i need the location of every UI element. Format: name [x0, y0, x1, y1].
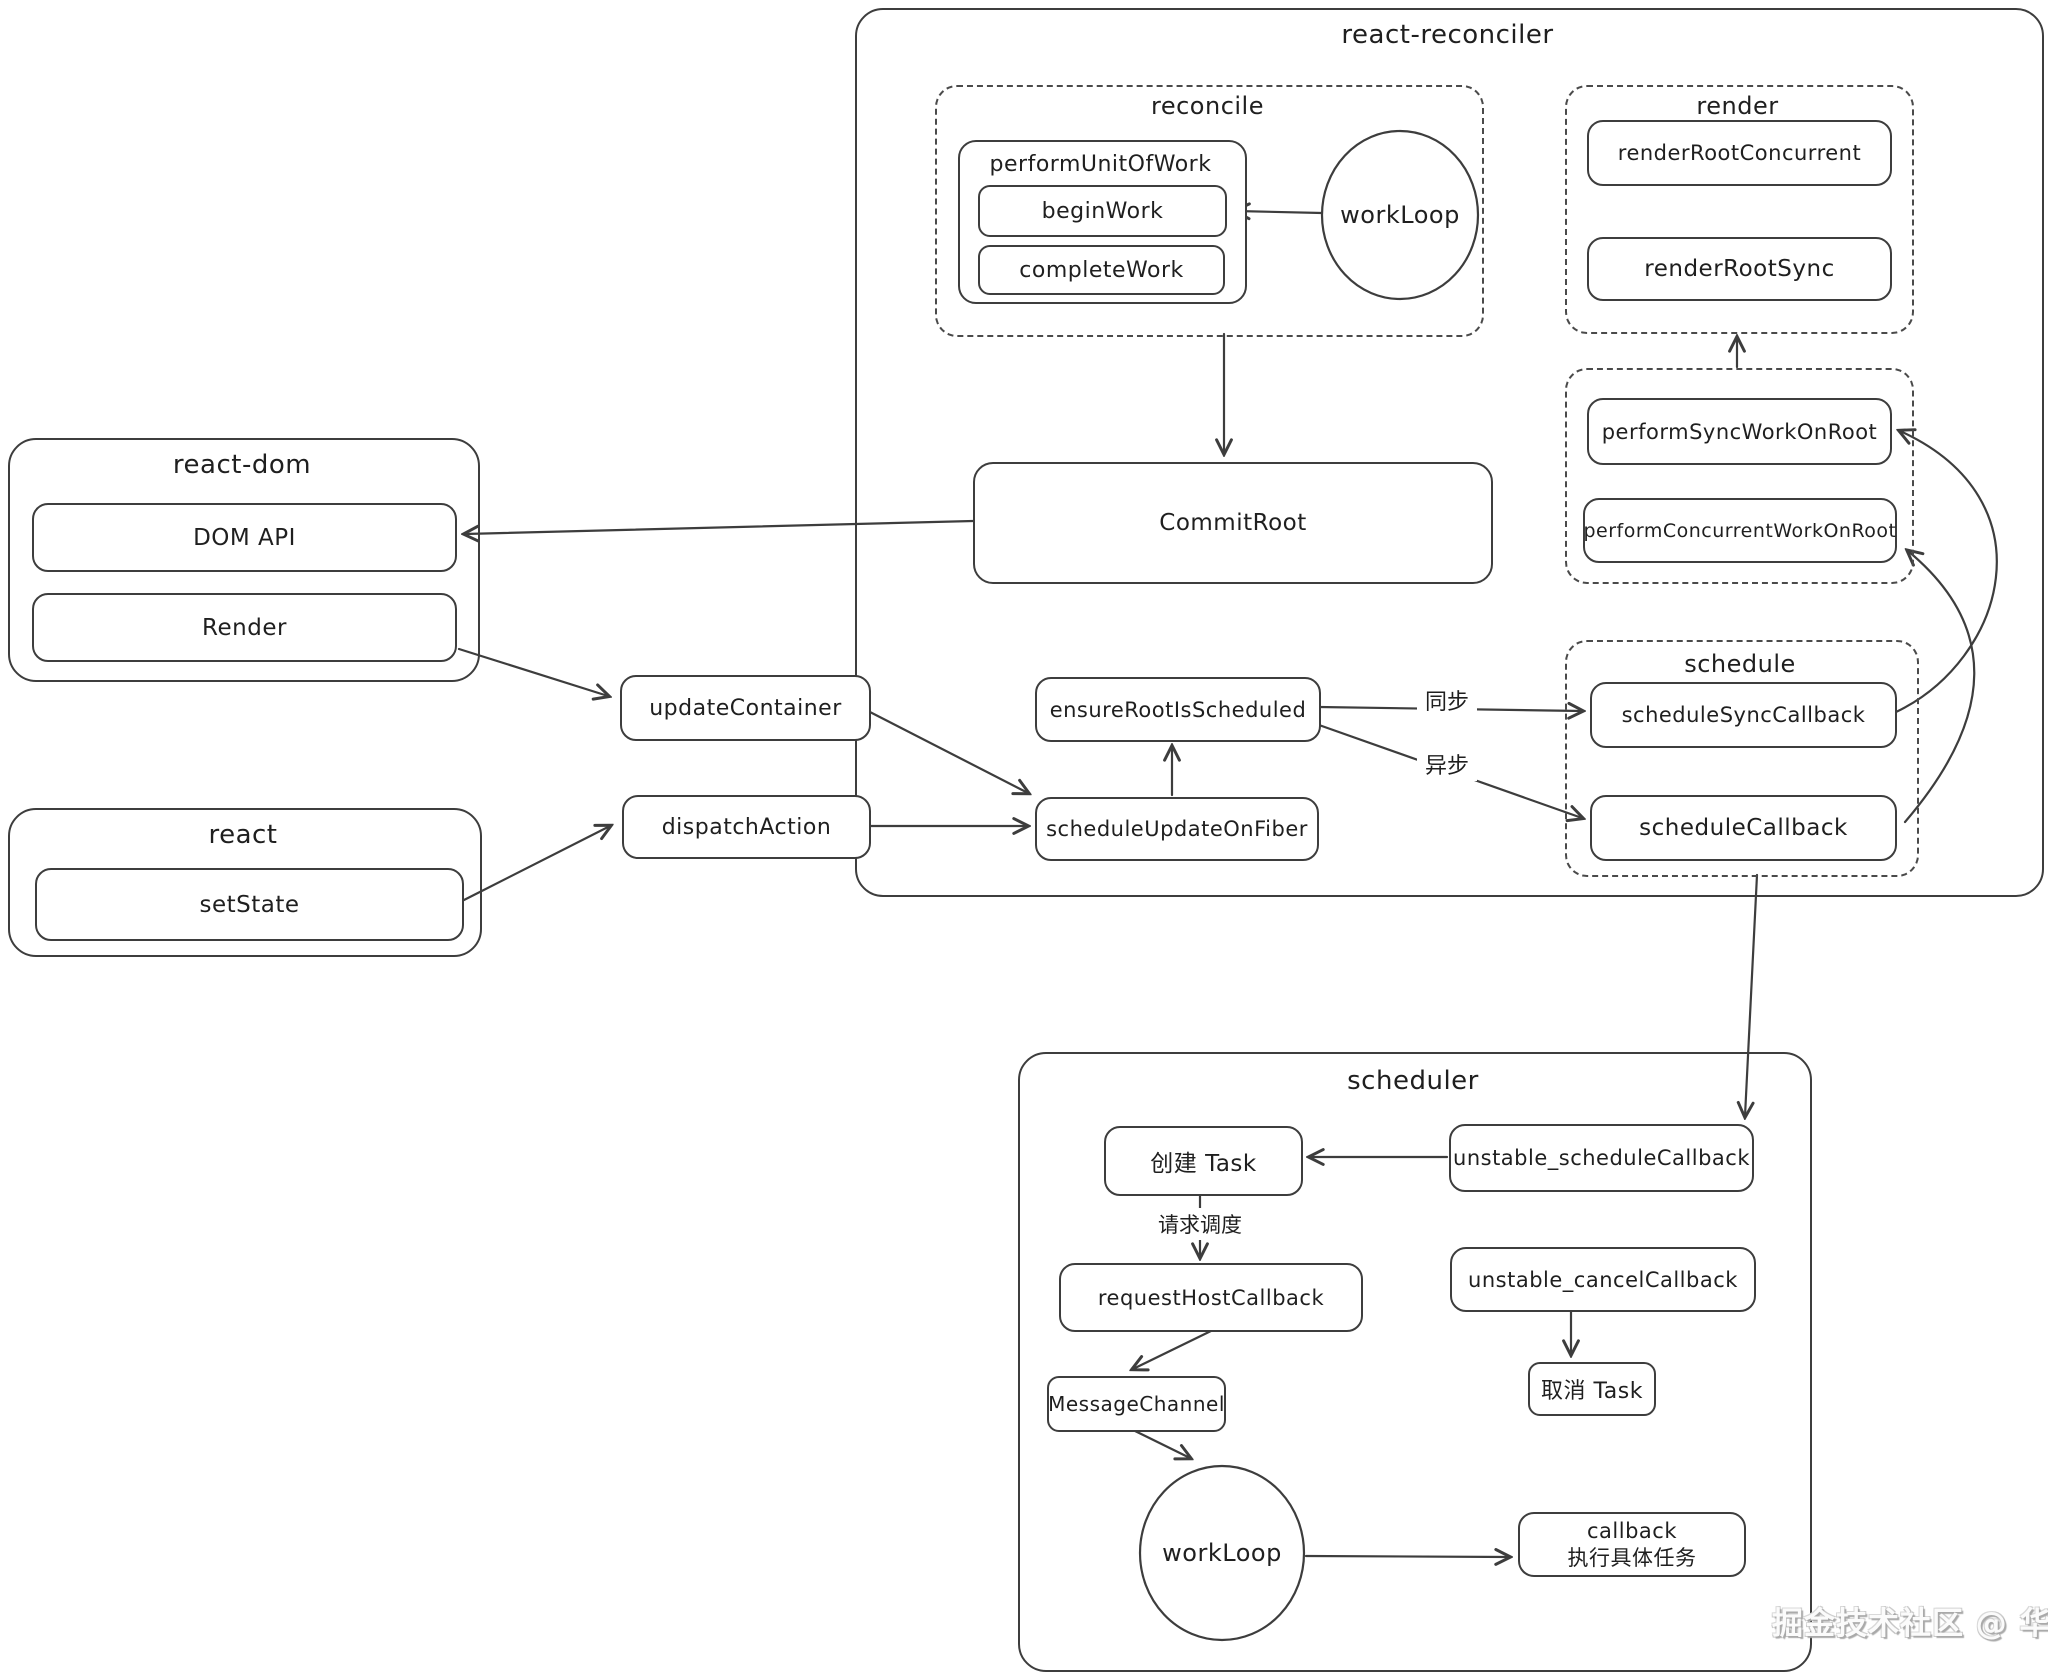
- workloop-scheduler-label: workLoop: [1162, 1539, 1282, 1567]
- arrow-updatecontainer-to-scheduleupdateonfiber: [866, 709, 1028, 793]
- node-completework: completeWork: [978, 245, 1225, 295]
- node-ensurerootisscheduled: ensureRootIsScheduled: [1035, 677, 1321, 742]
- arrow-render-to-updatecontainer: [457, 647, 608, 696]
- arrow-messagechannel-to-workloop: [1131, 1428, 1190, 1458]
- schedule-group: [1565, 640, 1919, 877]
- callback-line1: callback: [1587, 1519, 1677, 1544]
- node-callback: callback 执行具体任务: [1518, 1512, 1746, 1577]
- node-messagechannel: MessageChannel: [1047, 1376, 1226, 1432]
- react-dom-title: react-dom: [172, 450, 312, 480]
- scheduler-container: [1018, 1052, 1812, 1672]
- node-renderrootsync: renderRootSync: [1587, 237, 1892, 301]
- node-dispatchaction: dispatchAction: [622, 795, 871, 859]
- curve-schedulecallback-to-performconcurrentworkonroot: [1903, 551, 1976, 824]
- node-canceltask: 取消 Task: [1528, 1362, 1656, 1416]
- node-renderrootconcurrent: renderRootConcurrent: [1587, 120, 1892, 186]
- react-reconciler-title: react-reconciler: [1341, 20, 1554, 50]
- arrow-commitroot-to-domapi: [465, 519, 975, 534]
- node-render: Render: [32, 593, 457, 662]
- node-scheduleupdateonfiber: scheduleUpdateOnFiber: [1035, 797, 1319, 861]
- node-updatecontainer: updateContainer: [620, 675, 871, 741]
- render-group-title: render: [1696, 92, 1779, 120]
- edge-label-sync: 同步: [1416, 683, 1478, 717]
- workloop-scheduler-circle: [1138, 1464, 1306, 1642]
- node-performsyncworkonroot: performSyncWorkOnRoot: [1587, 398, 1892, 465]
- callback-line2: 执行具体任务: [1567, 1545, 1697, 1570]
- reconcile-title: reconcile: [1151, 92, 1264, 120]
- arrow-requesthostcallback-to-messagechannel: [1133, 1328, 1215, 1369]
- schedule-group-title: schedule: [1684, 650, 1796, 678]
- node-dom-api: DOM API: [32, 503, 457, 572]
- edge-label-request-schedule: 请求调度: [1150, 1208, 1250, 1240]
- node-schedulecallback: scheduleCallback: [1590, 795, 1897, 861]
- perform-work-group: [1565, 368, 1914, 584]
- arrow-setstate-to-dispatchaction: [462, 826, 610, 902]
- react-title: react: [208, 820, 278, 850]
- node-unstableschedulecallback: unstable_scheduleCallback: [1449, 1124, 1754, 1192]
- render-group: [1565, 85, 1914, 334]
- node-commitroot: CommitRoot: [973, 462, 1493, 584]
- performunitofwork-label: performUnitOfWork: [989, 152, 1212, 177]
- watermark: 掘金技术社区 @ 华铧: [1772, 1606, 2048, 1642]
- edge-label-async: 异步: [1416, 747, 1478, 781]
- workloop-reconciler-circle: [1320, 129, 1480, 301]
- workloop-reconciler-label: workLoop: [1340, 201, 1460, 229]
- scheduler-title: scheduler: [1347, 1066, 1479, 1096]
- node-beginwork: beginWork: [978, 185, 1227, 237]
- react-reconciler-container: [855, 8, 2044, 897]
- node-createtask: 创建 Task: [1104, 1126, 1303, 1196]
- arrow-workloop-to-beginwork: [1236, 211, 1324, 213]
- react-container: [8, 808, 482, 957]
- react-dom-container: [8, 438, 480, 682]
- reconcile-group: [935, 85, 1484, 337]
- node-performconcurrentworkonroot: performConcurrentWorkOnRoot: [1583, 498, 1897, 563]
- arrow-workloop-to-callback: [1304, 1556, 1509, 1557]
- node-unstablecancelcallback: unstable_cancelCallback: [1450, 1247, 1756, 1312]
- node-schedulesynccallback: scheduleSyncCallback: [1590, 682, 1897, 748]
- arrow-schedule-to-unstableschedulecallback: [1745, 873, 1759, 1116]
- curve-schedulesynccallback-to-performsyncworkonroot: [1894, 431, 1998, 714]
- node-requesthostcallback: requestHostCallback: [1059, 1263, 1363, 1332]
- node-setstate: setState: [35, 868, 464, 941]
